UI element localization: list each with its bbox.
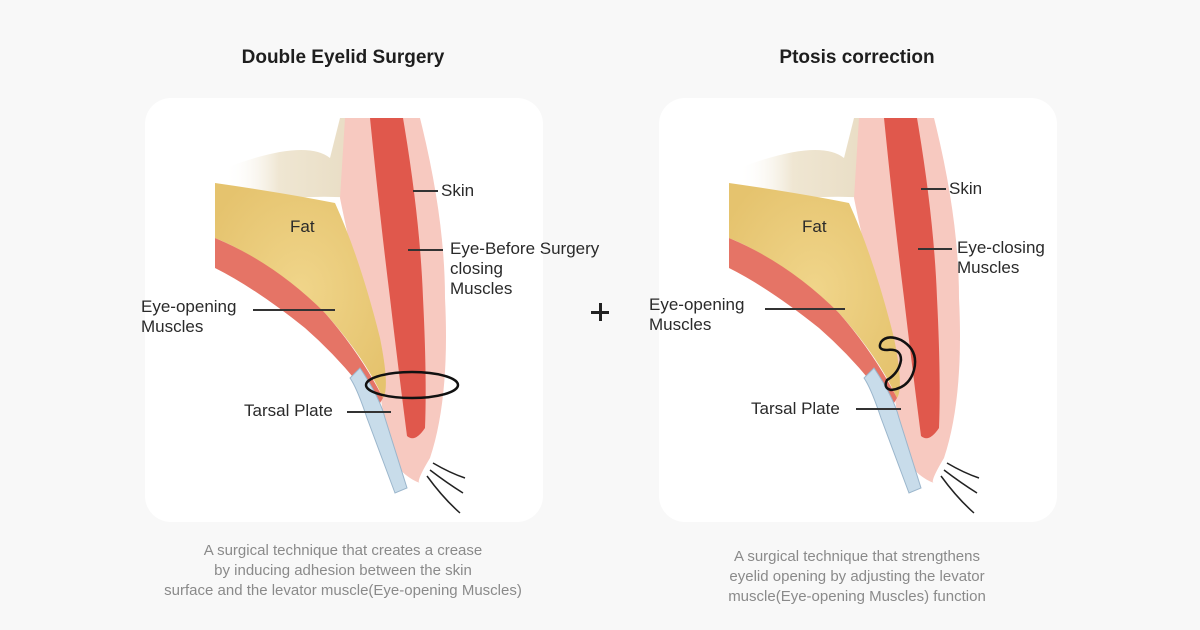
leader-tarsal: [856, 408, 901, 410]
eye-closing-muscle: [884, 118, 940, 439]
label-fat: Fat: [290, 217, 315, 236]
eye-opening-muscle: [729, 238, 897, 408]
eyelashes: [426, 462, 466, 514]
eye-opening-muscle: [215, 238, 383, 408]
label-eye-closing-3: Muscles: [450, 279, 513, 298]
label-skin: Skin: [441, 181, 475, 200]
illustration-card-ptosis: [659, 98, 1057, 522]
illustration-card-double-eyelid: [145, 98, 543, 522]
description-line: eyelid opening by adjusting the levator: [729, 568, 985, 585]
panel-title-ptosis: Ptosis correction: [779, 47, 935, 68]
leader-skin: [921, 188, 946, 190]
eyelashes: [940, 462, 980, 514]
description-line: by inducing adhesion between the skin: [214, 562, 472, 579]
label-eye-closing-1: Eye-Before Surgery: [450, 239, 600, 258]
bone-shape: [225, 118, 360, 208]
tarsal-plate: [349, 367, 408, 494]
leader-eye-closing: [918, 248, 952, 250]
eyelid-anatomy-illustration: [215, 118, 466, 514]
leader-eye-opening: [253, 309, 335, 311]
label-eye-closing-2: closing: [450, 259, 503, 278]
leader-eye-opening: [765, 308, 845, 310]
leader-eye-closing: [408, 249, 443, 251]
eyelid-anatomy-illustration: [729, 118, 980, 514]
bone-shape: [739, 118, 874, 208]
description-ptosis: A surgical technique that strengthens ey…: [657, 547, 1057, 607]
label-eye-closing-1: Eye-closing: [957, 238, 1045, 257]
label-eye-opening-2: Muscles: [141, 317, 204, 336]
description-line: muscle(Eye-opening Muscles) function: [728, 588, 986, 605]
label-eye-opening-2: Muscles: [649, 315, 712, 334]
label-tarsal-plate: Tarsal Plate: [751, 399, 840, 418]
description-line: A surgical technique that strengthens: [734, 548, 980, 565]
eye-closing-muscle: [370, 118, 426, 439]
adhesion-marker-ellipse: [364, 370, 460, 400]
plus-icon: [591, 303, 609, 321]
label-tarsal-plate: Tarsal Plate: [244, 401, 333, 420]
label-skin: Skin: [949, 179, 983, 198]
description-line: A surgical technique that creates a crea…: [203, 542, 483, 559]
leader-skin: [413, 190, 438, 192]
label-fat: Fat: [802, 217, 827, 236]
label-eye-opening-1: Eye-opening: [141, 297, 237, 316]
description-double-eyelid: A surgical technique that creates a crea…: [143, 541, 543, 601]
leader-tarsal: [347, 411, 391, 413]
panel-title-double-eyelid: Double Eyelid Surgery: [241, 47, 445, 68]
label-eye-opening-1: Eye-opening: [649, 295, 745, 314]
suture-hook-marker: [878, 336, 917, 392]
label-eye-closing-2: Muscles: [957, 258, 1020, 277]
description-line: surface and the levator muscle(Eye-openi…: [164, 582, 522, 599]
